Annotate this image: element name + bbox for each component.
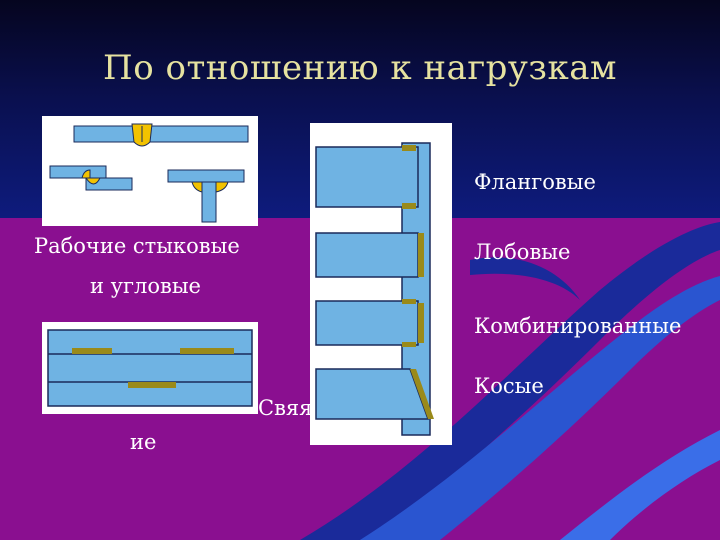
label-oblique: Косые [474,374,544,398]
connecting-seams-drawing [47,329,253,407]
label-combined: Комбинированные [474,314,682,338]
label-flank: Фланговые [474,170,596,194]
label-connecting-part1: Свяя [258,396,313,420]
butt-fillet-joints-image [42,116,258,226]
label-connecting-part2: ие [130,430,157,454]
lap-weld-types-image [310,123,452,445]
label-frontal: Лобовые [474,240,571,264]
label-working-line2: и угловые [90,274,201,298]
label-working-line1: Рабочие стыковые [34,234,240,258]
butt-fillet-joints-drawing [49,123,249,223]
connecting-seams-image [42,322,258,414]
lap-weld-types-drawing [315,142,434,436]
slide-title: По отношению к нагрузкам [103,48,617,88]
